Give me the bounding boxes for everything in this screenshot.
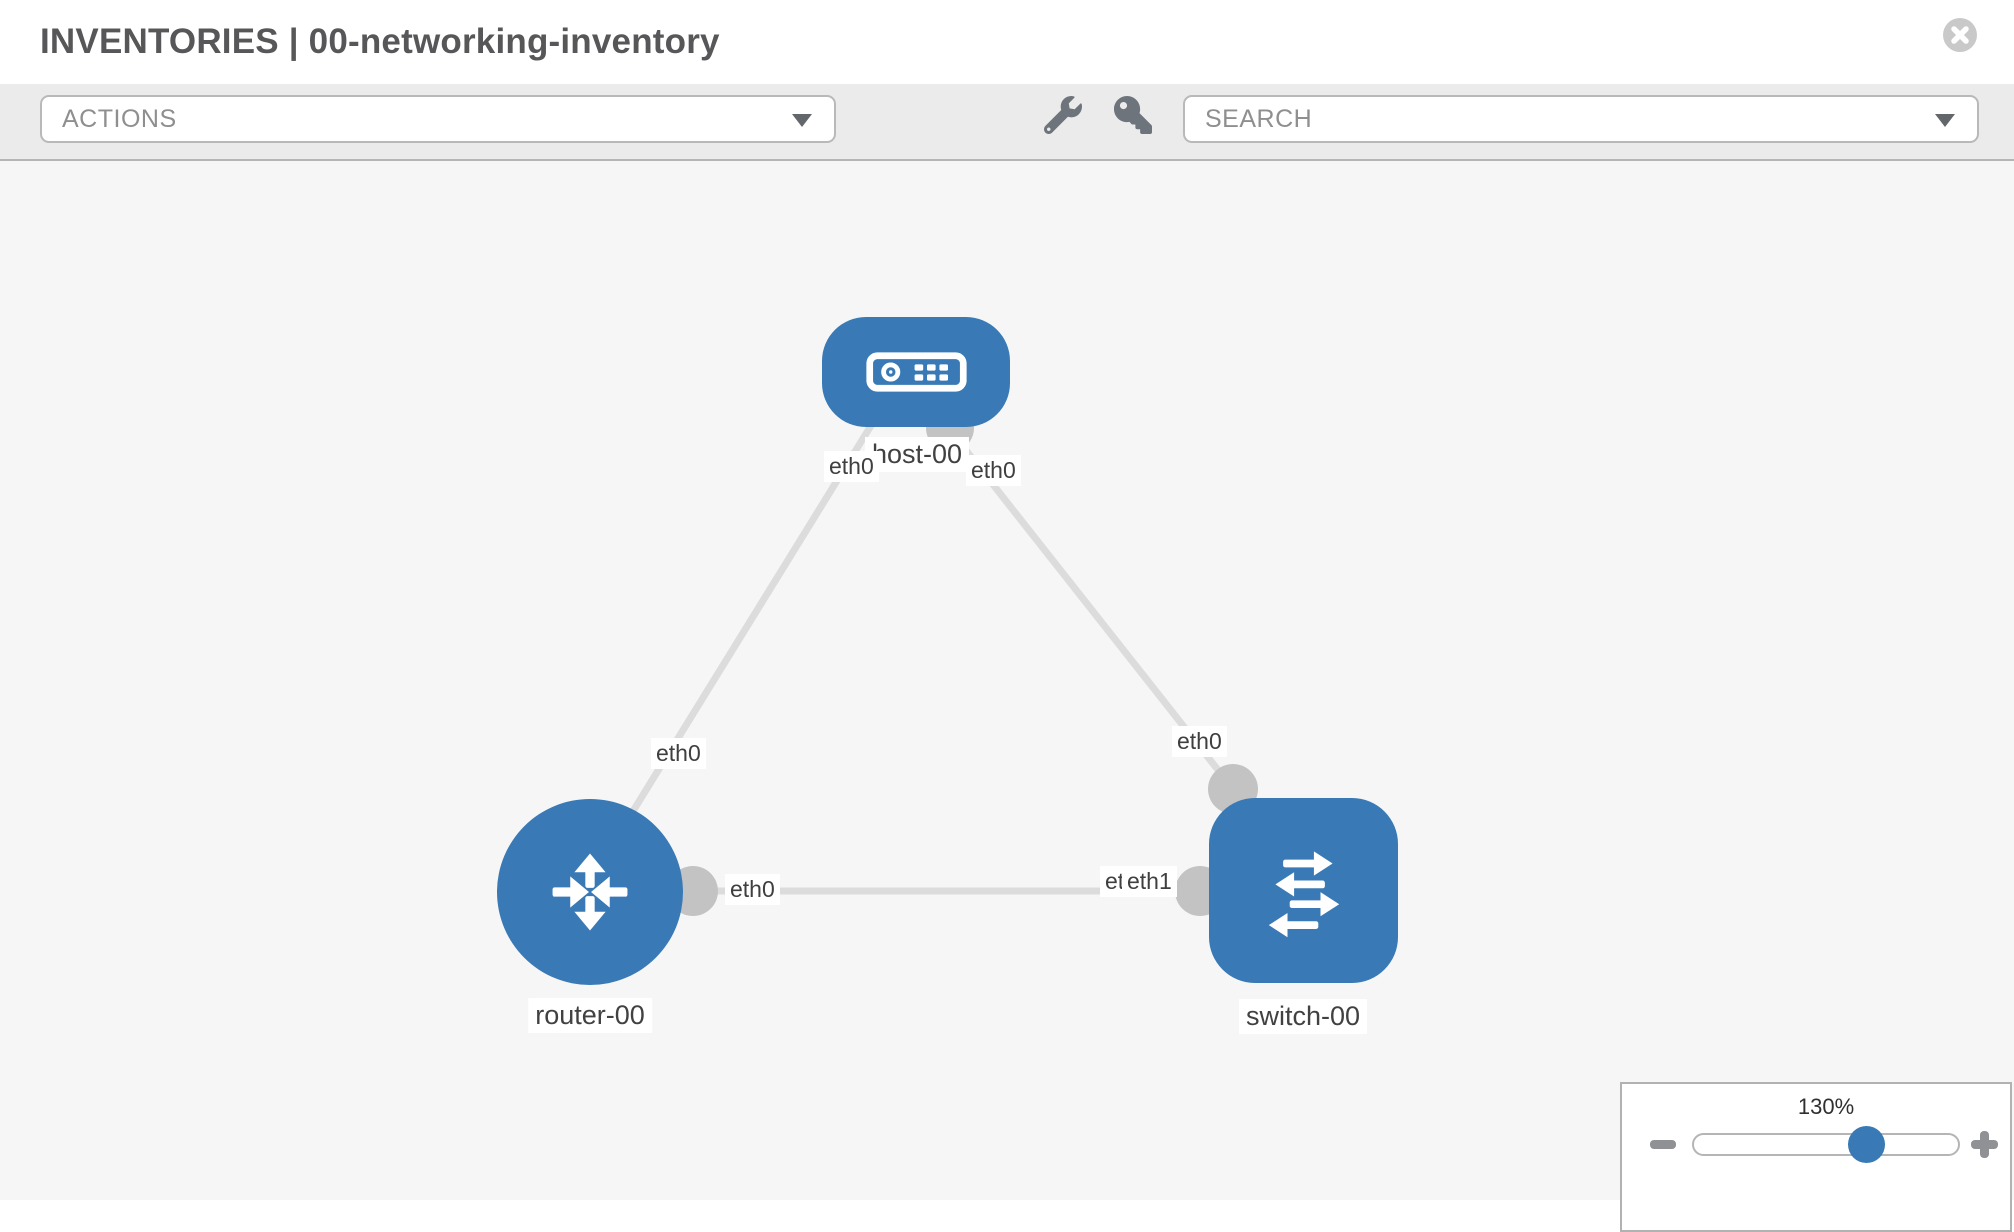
node-router-00[interactable] (497, 799, 683, 985)
zoom-in-button[interactable] (1964, 1124, 2004, 1164)
zoom-slider-handle[interactable] (1848, 1126, 1885, 1163)
zoom-slider-track[interactable] (1692, 1133, 1960, 1156)
router-icon (552, 853, 628, 931)
actions-dropdown-label: ACTIONS (62, 105, 177, 133)
zoom-control-panel: 130% (1620, 1082, 2012, 1232)
interface-label: eth0 (1172, 726, 1227, 757)
minus-icon (1650, 1139, 1676, 1149)
page-header: INVENTORIES | 00-networking-inventory (0, 0, 2014, 84)
node-label-host: host-00 (864, 437, 970, 472)
close-button[interactable] (1943, 18, 1977, 52)
zoom-level-value: 130% (1797, 1094, 1855, 1119)
interface-label: eth0 (966, 455, 1021, 486)
caret-down-icon (792, 114, 812, 127)
interface-label: eth0 (725, 874, 780, 905)
wrench-icon (1044, 96, 1082, 134)
caret-down-icon (1935, 114, 1955, 127)
plus-icon (1970, 1130, 1998, 1158)
key-icon (1114, 96, 1152, 134)
switch-icon (1268, 850, 1339, 937)
toolbar: ACTIONS SEARCH (0, 84, 2014, 161)
interface-label: eth0 (651, 738, 706, 769)
interface-label: eth0 (824, 451, 879, 482)
node-switch-00[interactable] (1209, 798, 1398, 983)
actions-dropdown[interactable]: ACTIONS (40, 95, 836, 143)
x-circle-icon (1943, 18, 1977, 52)
search-dropdown-label: SEARCH (1205, 105, 1313, 133)
configure-button[interactable] (1041, 93, 1085, 137)
host-icon (865, 352, 967, 392)
node-label-router: router-00 (528, 998, 652, 1033)
zoom-out-button[interactable] (1643, 1124, 1683, 1164)
page-title: INVENTORIES | 00-networking-inventory (40, 22, 720, 61)
credentials-button[interactable] (1111, 93, 1155, 137)
search-dropdown[interactable]: SEARCH (1183, 95, 1979, 143)
topology-canvas[interactable]: host-00 router-00 switch-00 eth0 eth0 et… (0, 161, 2014, 1232)
node-label-switch: switch-00 (1238, 999, 1368, 1034)
node-host-00[interactable] (822, 317, 1010, 427)
interface-label: eth1 (1122, 866, 1177, 897)
